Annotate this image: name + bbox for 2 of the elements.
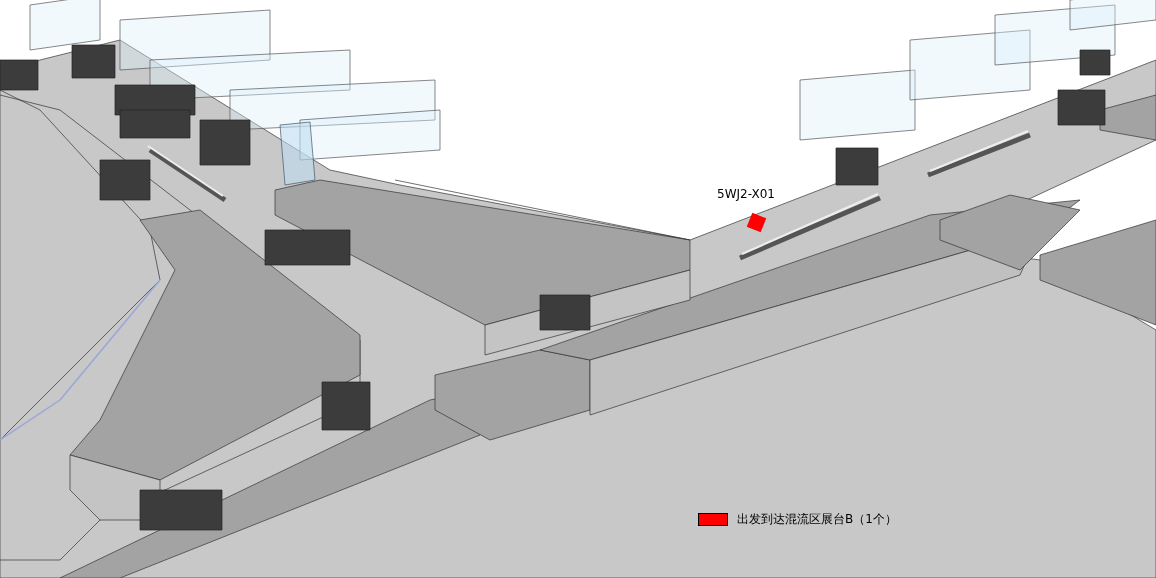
legend-text: 出发到达混流区展台B（1个） <box>737 511 897 528</box>
booth-label: 5WJ2-X01 <box>717 187 775 201</box>
